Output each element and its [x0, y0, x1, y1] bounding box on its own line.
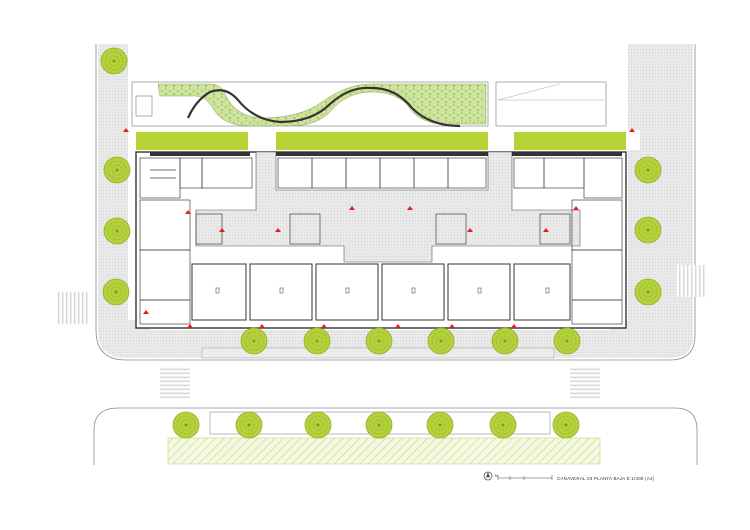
entrance-marker-icon — [407, 206, 413, 210]
entrance-marker-icon — [275, 228, 281, 232]
tree-icon — [172, 411, 200, 439]
tree-icon — [303, 327, 331, 355]
entrance-marker-icon — [187, 324, 193, 328]
entrance-markers — [123, 128, 635, 328]
tree-icon — [235, 411, 263, 439]
lawn-strips — [136, 132, 626, 150]
sidewalk-outlines — [93, 44, 698, 465]
tree-icon — [491, 327, 519, 355]
drawing-caption: CAÑAVERAL 03 PLANTA BAJA E:1/400 (A4) — [557, 476, 655, 481]
tree-icon — [365, 411, 393, 439]
entrance-marker-icon — [449, 324, 455, 328]
entrance-marker-icon — [143, 310, 149, 314]
entrance-marker-icon — [259, 324, 265, 328]
tree-icon — [103, 217, 131, 245]
crosswalks — [56, 265, 707, 398]
tree-icon — [426, 411, 454, 439]
scale-bar-label: N — [495, 473, 498, 478]
street-band — [167, 347, 601, 465]
entrance-marker-icon — [573, 206, 579, 210]
entrance-marker-icon — [629, 128, 635, 132]
entrance-marker-icon — [123, 128, 129, 132]
tree-icon — [489, 411, 517, 439]
entrance-marker-icon — [467, 228, 473, 232]
tree-icon — [103, 156, 131, 184]
entrance-marker-icon — [349, 206, 355, 210]
tree-icon — [634, 156, 662, 184]
entrance-marker-icon — [219, 228, 225, 232]
entrance-marker-icon — [511, 324, 517, 328]
tree-icon — [552, 411, 580, 439]
tree-icon — [102, 278, 130, 306]
tree-icon — [304, 411, 332, 439]
tree-icon — [240, 327, 268, 355]
sidewalk-paving — [98, 44, 693, 358]
entrance-marker-icon — [543, 228, 549, 232]
entrance-marker-icon — [395, 324, 401, 328]
tree-icon — [427, 327, 455, 355]
tree-icon — [553, 327, 581, 355]
building — [135, 151, 627, 329]
tree-icon — [634, 278, 662, 306]
north-arrow-icon — [483, 471, 493, 481]
tree-icon — [100, 47, 128, 75]
entrance-marker-icon — [321, 324, 327, 328]
scale-bar — [497, 475, 553, 480]
tree-icon — [634, 216, 662, 244]
entrance-marker-icon — [185, 210, 191, 214]
courtyard-garden — [131, 81, 607, 128]
tree-icon — [365, 327, 393, 355]
